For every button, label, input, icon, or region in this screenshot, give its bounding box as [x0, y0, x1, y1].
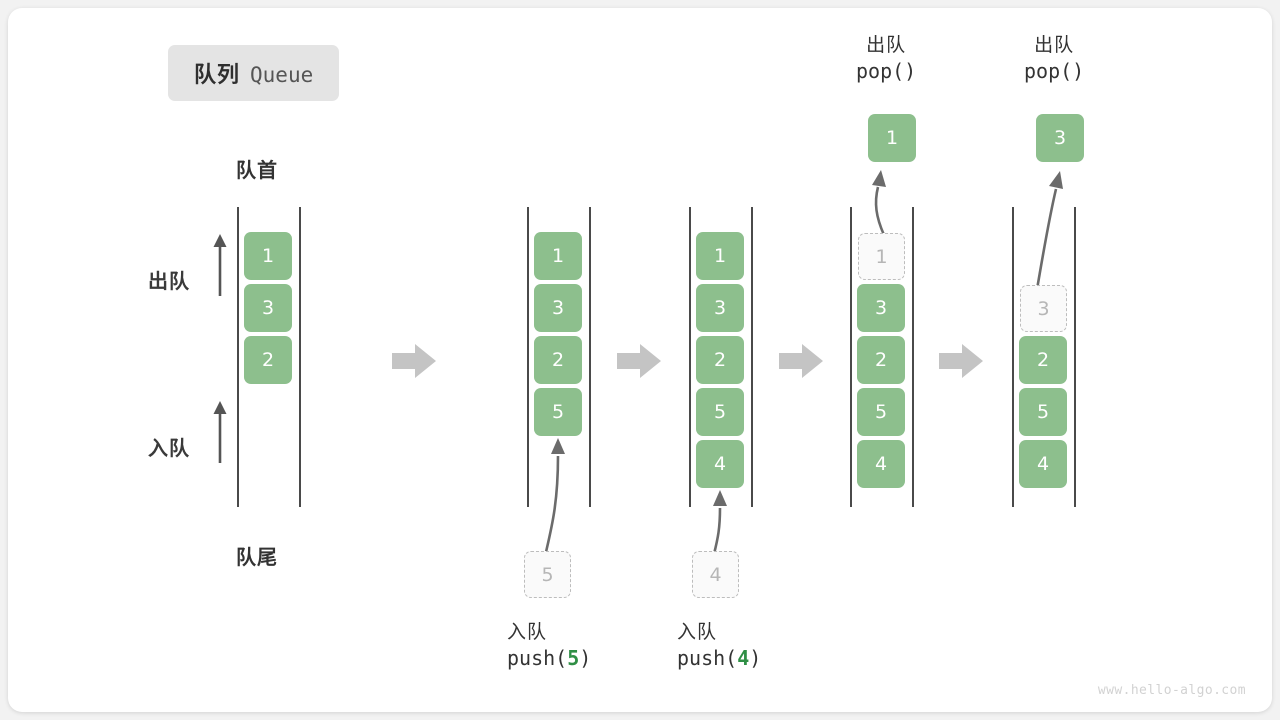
- ghost-cell: 4: [692, 551, 739, 598]
- push-code-value: 5: [567, 646, 580, 671]
- rail-left: [689, 207, 691, 507]
- title-en: Queue: [250, 63, 314, 87]
- enqueue-direction-arrow-icon: [213, 401, 227, 463]
- title-cn: 队列: [194, 62, 241, 87]
- popped-cell: 1: [868, 114, 916, 162]
- pop-label: 出队 pop(): [1024, 33, 1084, 84]
- queue-cell: 1: [696, 232, 744, 280]
- push-arrow-icon: [544, 438, 565, 553]
- ghost-cell: 3: [1020, 285, 1067, 332]
- push-code-prefix: push(: [507, 646, 568, 671]
- queue-cell: 2: [244, 336, 292, 384]
- rail-left: [527, 207, 529, 507]
- push-caption-code: push(4): [677, 645, 761, 671]
- queue-cell: 4: [857, 440, 905, 488]
- push-arrow-icon: [712, 490, 727, 555]
- queue-cell: 5: [857, 388, 905, 436]
- pop-label-cn: 出队: [1034, 35, 1075, 56]
- queue-cell: 3: [244, 284, 292, 332]
- queue-cell: 2: [857, 336, 905, 384]
- queue-cell-new: 4: [696, 440, 744, 488]
- dequeue-direction-arrow-icon: [213, 234, 227, 296]
- rail-left: [1012, 207, 1014, 507]
- queue-cell: 2: [534, 336, 582, 384]
- queue-cell: 4: [1019, 440, 1067, 488]
- rail-left: [850, 207, 852, 507]
- flow-arrow-icon: [779, 344, 823, 378]
- push-code-suffix: ): [749, 646, 762, 671]
- push-caption-cn: 入队: [507, 622, 548, 643]
- pop-label-cn: 出队: [866, 35, 907, 56]
- ghost-cell: 5: [524, 551, 571, 598]
- push-caption: 入队 push(5): [507, 620, 591, 671]
- flow-arrow-icon: [939, 344, 983, 378]
- watermark: www.hello-algo.com: [1097, 683, 1246, 698]
- queue-cell: 5: [696, 388, 744, 436]
- pop-arrow-icon: [1034, 171, 1063, 296]
- rail-right: [299, 207, 301, 507]
- push-code-value: 4: [737, 646, 750, 671]
- queue-cell: 2: [1019, 336, 1067, 384]
- push-caption-cn: 入队: [677, 622, 718, 643]
- rail-left: [237, 207, 239, 507]
- queue-tail-label: 队尾: [236, 547, 278, 569]
- push-caption: 入队 push(4): [677, 620, 761, 671]
- queue-cell: 1: [534, 232, 582, 280]
- queue-cell: 1: [244, 232, 292, 280]
- pop-label: 出队 pop(): [856, 33, 916, 84]
- queue-cell: 3: [696, 284, 744, 332]
- queue-cell: 3: [857, 284, 905, 332]
- rail-right: [1074, 207, 1076, 507]
- rail-right: [912, 207, 914, 507]
- rail-right: [751, 207, 753, 507]
- rail-right: [589, 207, 591, 507]
- popped-cell: 3: [1036, 114, 1084, 162]
- flow-arrow-icon: [392, 344, 436, 378]
- pop-arrow-icon: [872, 170, 886, 236]
- dequeue-direction-label: 出队: [148, 271, 190, 293]
- queue-head-label: 队首: [236, 160, 278, 182]
- queue-cell: 5: [1019, 388, 1067, 436]
- queue-cell-new: 5: [534, 388, 582, 436]
- queue-cell: 2: [696, 336, 744, 384]
- enqueue-direction-label: 入队: [148, 438, 190, 460]
- pop-label-code: pop(): [856, 59, 917, 84]
- push-code-prefix: push(: [677, 646, 738, 671]
- ghost-cell: 1: [858, 233, 905, 280]
- queue-cell: 3: [534, 284, 582, 332]
- flow-arrow-icon: [617, 344, 661, 378]
- pop-label-code: pop(): [1024, 59, 1085, 84]
- push-caption-code: push(5): [507, 645, 591, 671]
- title-badge: 队列 Queue: [168, 45, 340, 101]
- push-code-suffix: ): [579, 646, 592, 671]
